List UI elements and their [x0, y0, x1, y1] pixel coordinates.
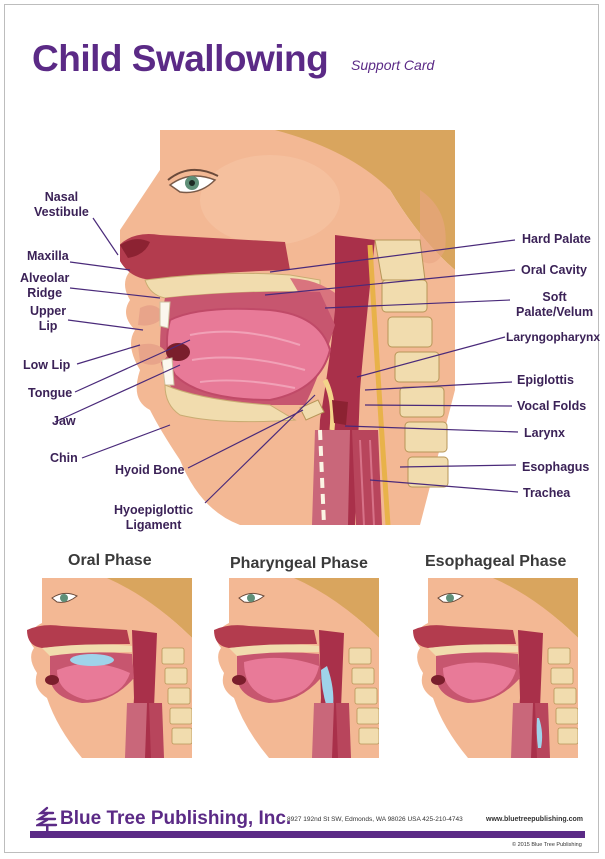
leader-low-lip	[77, 345, 140, 364]
footer-brand: Blue Tree Publishing, Inc.	[60, 808, 291, 830]
label-maxilla: Maxilla	[27, 249, 69, 264]
label-trachea: Trachea	[523, 486, 570, 501]
label-nasal-vestibule: Nasal Vestibule	[34, 190, 89, 220]
leader-trachea	[370, 480, 518, 492]
label-soft-palate-line2: Palate/Velum	[516, 305, 593, 320]
leader-oral-cavity	[265, 270, 515, 295]
leader-alveolar-ridge	[70, 288, 160, 298]
footer-address: 8927 192nd St SW, Edmonds, WA 98026 USA …	[287, 816, 463, 823]
label-alveolar-ridge: Alveolar Ridge	[20, 271, 69, 301]
label-alveolar-ridge-line2: Ridge	[20, 286, 69, 301]
label-jaw: Jaw	[52, 414, 76, 429]
tree-icon	[36, 806, 58, 832]
phase-title-pharyngeal: Pharyngeal Phase	[230, 555, 368, 573]
phase-title-esophageal: Esophageal Phase	[425, 553, 566, 571]
footer-copyright: © 2015 Blue Tree Publishing	[512, 842, 582, 848]
esophageal-phase-illustration	[408, 578, 578, 758]
leader-epiglottis	[365, 382, 512, 390]
leader-esophagus	[400, 465, 516, 467]
leader-nasal-vestibule	[93, 218, 118, 255]
label-hard-palate: Hard Palate	[522, 232, 591, 247]
label-upper-lip: Upper Lip	[30, 304, 66, 334]
label-hyoepiglottic-ligament: Hyoepiglottic Ligament	[114, 503, 193, 533]
leader-hyoid-bone	[188, 410, 303, 468]
leader-laryngopharynx	[357, 337, 505, 377]
label-hyoid-bone: Hyoid Bone	[115, 463, 184, 478]
label-hyoepiglottic-line2: Ligament	[114, 518, 193, 533]
leader-larynx	[345, 426, 518, 432]
label-alveolar-ridge-line1: Alveolar	[20, 271, 69, 286]
label-vocal-folds: Vocal Folds	[517, 399, 586, 414]
leader-hyoepiglottic	[205, 395, 315, 503]
label-soft-palate-line1: Soft	[516, 290, 593, 305]
label-nasal-vestibule-line2: Vestibule	[34, 205, 89, 220]
label-upper-lip-line1: Upper	[30, 304, 66, 319]
label-hyoepiglottic-line1: Hyoepiglottic	[114, 503, 193, 518]
phase-title-oral: Oral Phase	[68, 552, 152, 570]
label-upper-lip-line2: Lip	[30, 319, 66, 334]
footer-bar	[30, 831, 585, 838]
leader-vocal-folds	[365, 405, 512, 406]
leader-maxilla	[70, 262, 130, 270]
label-soft-palate: Soft Palate/Velum	[516, 290, 593, 320]
label-larynx: Larynx	[524, 426, 565, 441]
label-chin: Chin	[50, 451, 78, 466]
label-nasal-vestibule-line1: Nasal	[34, 190, 89, 205]
label-low-lip: Low Lip	[23, 358, 70, 373]
label-epiglottis: Epiglottis	[517, 373, 574, 388]
oral-phase-illustration	[22, 578, 192, 758]
footer-website[interactable]: www.bluetreepublishing.com	[486, 816, 583, 823]
label-tongue: Tongue	[28, 386, 72, 401]
leader-upper-lip	[68, 320, 143, 330]
leader-chin	[82, 425, 170, 458]
label-laryngopharynx: Laryngopharynx	[506, 330, 600, 345]
pharyngeal-phase-illustration	[209, 578, 379, 758]
leader-hard-palate	[270, 240, 515, 272]
label-esophagus: Esophagus	[522, 460, 589, 475]
leader-soft-palate	[325, 300, 510, 308]
label-oral-cavity: Oral Cavity	[521, 263, 587, 278]
